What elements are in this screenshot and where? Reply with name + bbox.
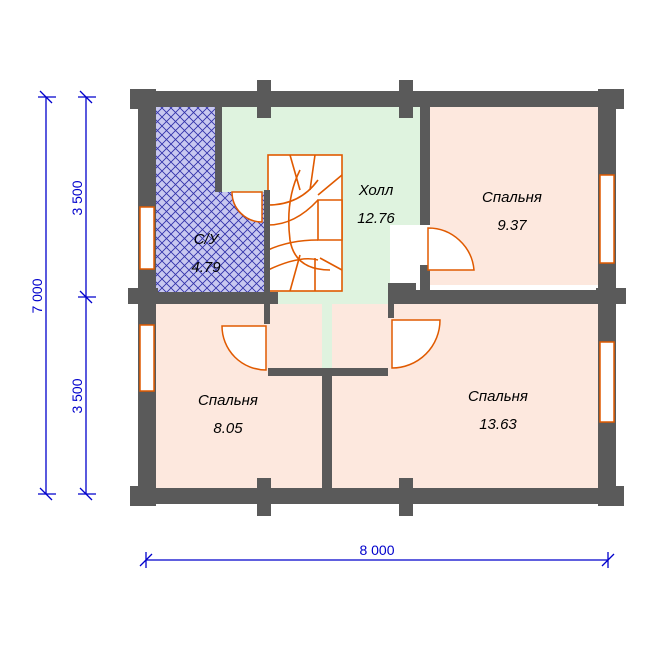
windows [139,174,615,423]
doors [221,191,475,371]
window-bathroom [139,206,155,270]
dimension-labels: 7 000 3 500 3 500 8 000 [29,180,395,558]
room-labels: Холл 12.76 Спальня 9.37 С/У 4.79 Спальня… [191,182,542,437]
room-area: 4.79 [191,259,221,276]
room-name: С/У [194,231,220,248]
door-bedroom-lower-left [221,325,267,371]
dimension-lines [38,90,615,568]
bedroom-lower-right-floor [332,304,600,488]
room-area: 9.37 [497,217,527,234]
room-area: 8.05 [213,420,243,437]
staircase [267,154,343,292]
dimension-upper-height: 3 500 [69,180,85,215]
room-name: Спальня [468,388,528,405]
room-area: 13.63 [479,416,517,433]
door-bedroom-lower-right [391,319,441,369]
room-name: Холл [358,182,394,199]
dimension-lower-height: 3 500 [69,378,85,413]
window-bedroom-lower-left [139,324,155,392]
door-bathroom [231,191,263,223]
window-bedroom-upper-right [599,174,615,264]
dimension-total-height: 7 000 [29,278,45,313]
dimension-total-width: 8 000 [359,542,394,558]
bathroom-floor [156,107,264,292]
room-area: 12.76 [357,210,395,227]
room-name: Спальня [198,392,258,409]
room-name: Спальня [482,189,542,206]
door-bedroom-upper-right [427,227,475,271]
window-bedroom-lower-right [599,341,615,423]
